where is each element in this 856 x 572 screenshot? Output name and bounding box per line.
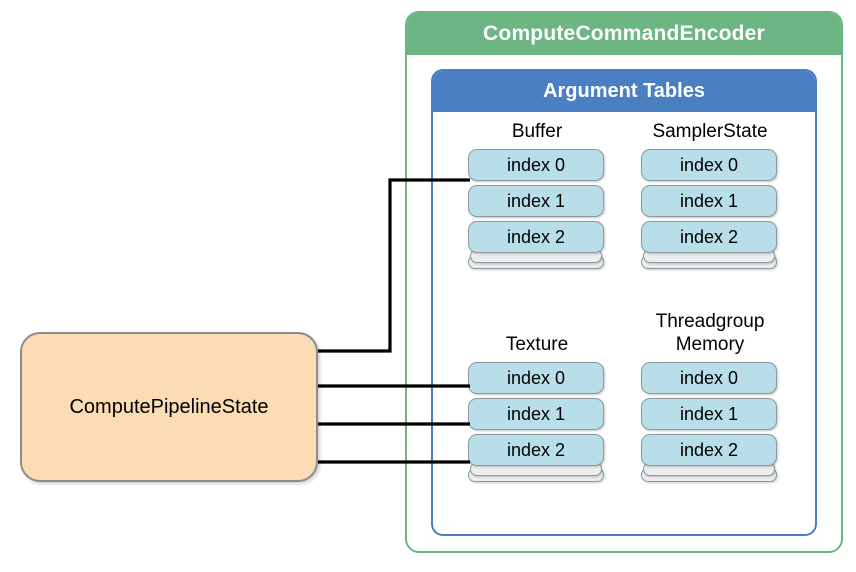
slot-threadgroup-memory-index-2[interactable]: index 2 [641,434,777,466]
argument-tables-title: Argument Tables [433,71,815,112]
table-group-texture: Texture index 0 index 1 index 2 [468,333,606,482]
table-label-sampler-state: SamplerState [652,121,768,142]
table-label-threadgroup-memory: Threadgroup Memory [655,311,765,355]
slot-buffer-index-0[interactable]: index 0 [468,149,604,181]
slot-texture-index-2[interactable]: index 2 [468,434,604,466]
slot-stack-sampler-state: index 0 index 1 index 2 [641,149,779,269]
slot-texture-index-1[interactable]: index 1 [468,398,604,430]
slot-buffer-index-2[interactable]: index 2 [468,221,604,253]
slot-sampler-state-index-1[interactable]: index 1 [641,185,777,217]
slot-sampler-state-index-0[interactable]: index 0 [641,149,777,181]
table-group-threadgroup-memory: Threadgroup Memory index 0 index 1 index… [641,310,779,482]
slot-threadgroup-memory-index-0[interactable]: index 0 [641,362,777,394]
slot-stack-threadgroup-memory: index 0 index 1 index 2 [641,362,779,482]
table-group-buffer: Buffer index 0 index 1 index 2 [468,120,606,269]
slot-sampler-state-index-2[interactable]: index 2 [641,221,777,253]
slot-buffer-index-1[interactable]: index 1 [468,185,604,217]
compute-pipeline-state-box[interactable]: ComputePipelineState [20,332,318,482]
table-group-sampler-state: SamplerState index 0 index 1 index 2 [641,120,779,269]
slot-texture-index-0[interactable]: index 0 [468,362,604,394]
compute-command-encoder-title: ComputeCommandEncoder [407,13,841,55]
slot-threadgroup-memory-index-1[interactable]: index 1 [641,398,777,430]
slot-stack-buffer: index 0 index 1 index 2 [468,149,606,269]
table-label-texture: Texture [505,334,569,355]
table-label-buffer: Buffer [511,121,563,142]
slot-stack-texture: index 0 index 1 index 2 [468,362,606,482]
